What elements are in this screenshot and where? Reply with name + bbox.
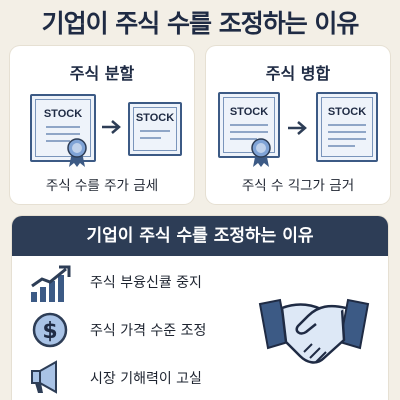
certificate-lines (230, 124, 268, 145)
certificate-lines (140, 130, 170, 144)
reason-label: 주식 가격 수준 조정 (90, 323, 207, 339)
dollar-coin-icon: $ (32, 312, 68, 348)
handshake-icon (258, 298, 370, 364)
certificate-label: STOCK (327, 106, 367, 118)
stock-certificate-left: STOCK (218, 92, 280, 158)
certificate-lines (46, 126, 80, 147)
rising-chart-icon (31, 265, 71, 302)
arrow-right-icon (288, 121, 307, 135)
ribbon-seal-icon (251, 138, 271, 167)
reason-item: $ 주식 가격 수준 조정 (28, 312, 248, 348)
split-panel-title: 주식 분할 (69, 64, 135, 83)
reasons-header: 기업이 주식 수를 조정하는 이유 (12, 216, 388, 256)
reason-label: 시장 기해력이 고실 (90, 371, 202, 387)
svg-text:$: $ (42, 319, 57, 344)
merge-panel-title: 주식 병합 (265, 64, 331, 83)
stock-merge-panel: 주식 병합 STOCK STOCK 주식 수 긱그가 금거 (206, 46, 390, 204)
stock-certificate-right: STOCK (316, 92, 378, 162)
reason-label: 주식 부융신큘 중지 (90, 275, 202, 291)
certificate-label: STOCK (135, 112, 175, 124)
certificate-label: STOCK (229, 106, 269, 118)
stock-certificate-large: STOCK (30, 94, 96, 162)
merge-panel-caption: 주식 수 긱그가 금거 (241, 178, 355, 194)
reason-item: 주식 부융신큘 중지 (28, 264, 248, 302)
arrow-right-icon (102, 120, 121, 134)
certificate-lines (328, 124, 366, 152)
reason-item: 시장 기해력이 고실 (28, 360, 248, 396)
stock-split-panel: 주식 분할 STOCK STOCK 주식 수를 주가 금세 (10, 46, 194, 204)
ribbon-seal-icon (67, 138, 87, 167)
certificate-label: STOCK (43, 108, 83, 120)
stock-certificate-small: STOCK (128, 102, 182, 156)
page-title: 기업이 주식 수를 조정하는 이유 (41, 9, 360, 38)
megaphone-icon (31, 360, 57, 394)
split-panel-caption: 주식 수를 주가 금세 (45, 178, 159, 194)
